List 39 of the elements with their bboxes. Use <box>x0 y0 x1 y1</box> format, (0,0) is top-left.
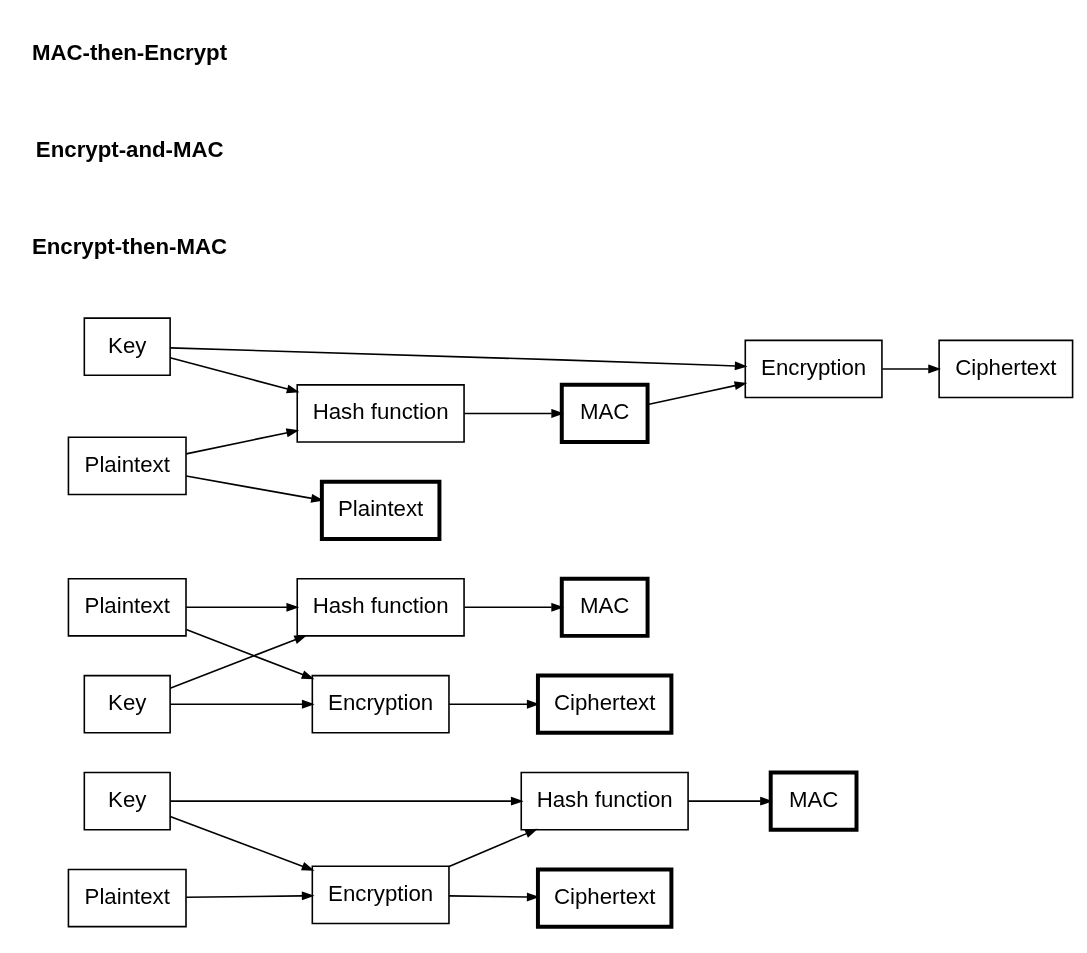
arrow <box>185 602 300 612</box>
node-box: Hash function <box>296 383 465 443</box>
node-box: MAC <box>559 576 650 638</box>
arrow <box>185 628 315 679</box>
node-box: Plaintext <box>67 436 187 495</box>
node-box: Plaintext <box>67 577 187 637</box>
arrow <box>448 828 538 867</box>
node-box: Key <box>83 316 171 376</box>
node-box: Key <box>83 674 171 734</box>
arrow <box>169 699 315 709</box>
node-box: Hash function <box>296 577 465 637</box>
node-box: Plaintext <box>319 479 442 541</box>
arrow <box>687 796 773 806</box>
arrow <box>169 815 315 871</box>
node-box: Ciphertext <box>535 866 674 929</box>
arrow <box>185 427 300 455</box>
arrow <box>185 474 324 503</box>
arrow <box>185 890 315 900</box>
label: Encrypt-then-MAC <box>31 233 228 259</box>
arrow <box>169 356 300 393</box>
label: Encrypt-and-MAC <box>35 136 224 162</box>
node-box: Plaintext <box>67 868 187 927</box>
label: MAC-then-Encrypt <box>31 39 228 65</box>
arrow <box>169 346 748 370</box>
node-box: MAC <box>768 770 859 832</box>
arrow <box>463 408 565 418</box>
node-box: Ciphertext <box>535 673 674 735</box>
node-box: Key <box>83 771 171 830</box>
node-box: Encryption <box>311 674 450 734</box>
arrow <box>169 796 524 806</box>
node-box: Ciphertext <box>938 339 1074 398</box>
arrow <box>169 634 308 689</box>
node-box: Encryption <box>311 864 450 924</box>
arrow <box>881 364 941 373</box>
arrow <box>647 380 748 405</box>
arrow <box>463 602 565 612</box>
node-box: Encryption <box>744 339 883 398</box>
node-box: Hash function <box>520 771 689 830</box>
node-box: MAC <box>559 382 650 444</box>
